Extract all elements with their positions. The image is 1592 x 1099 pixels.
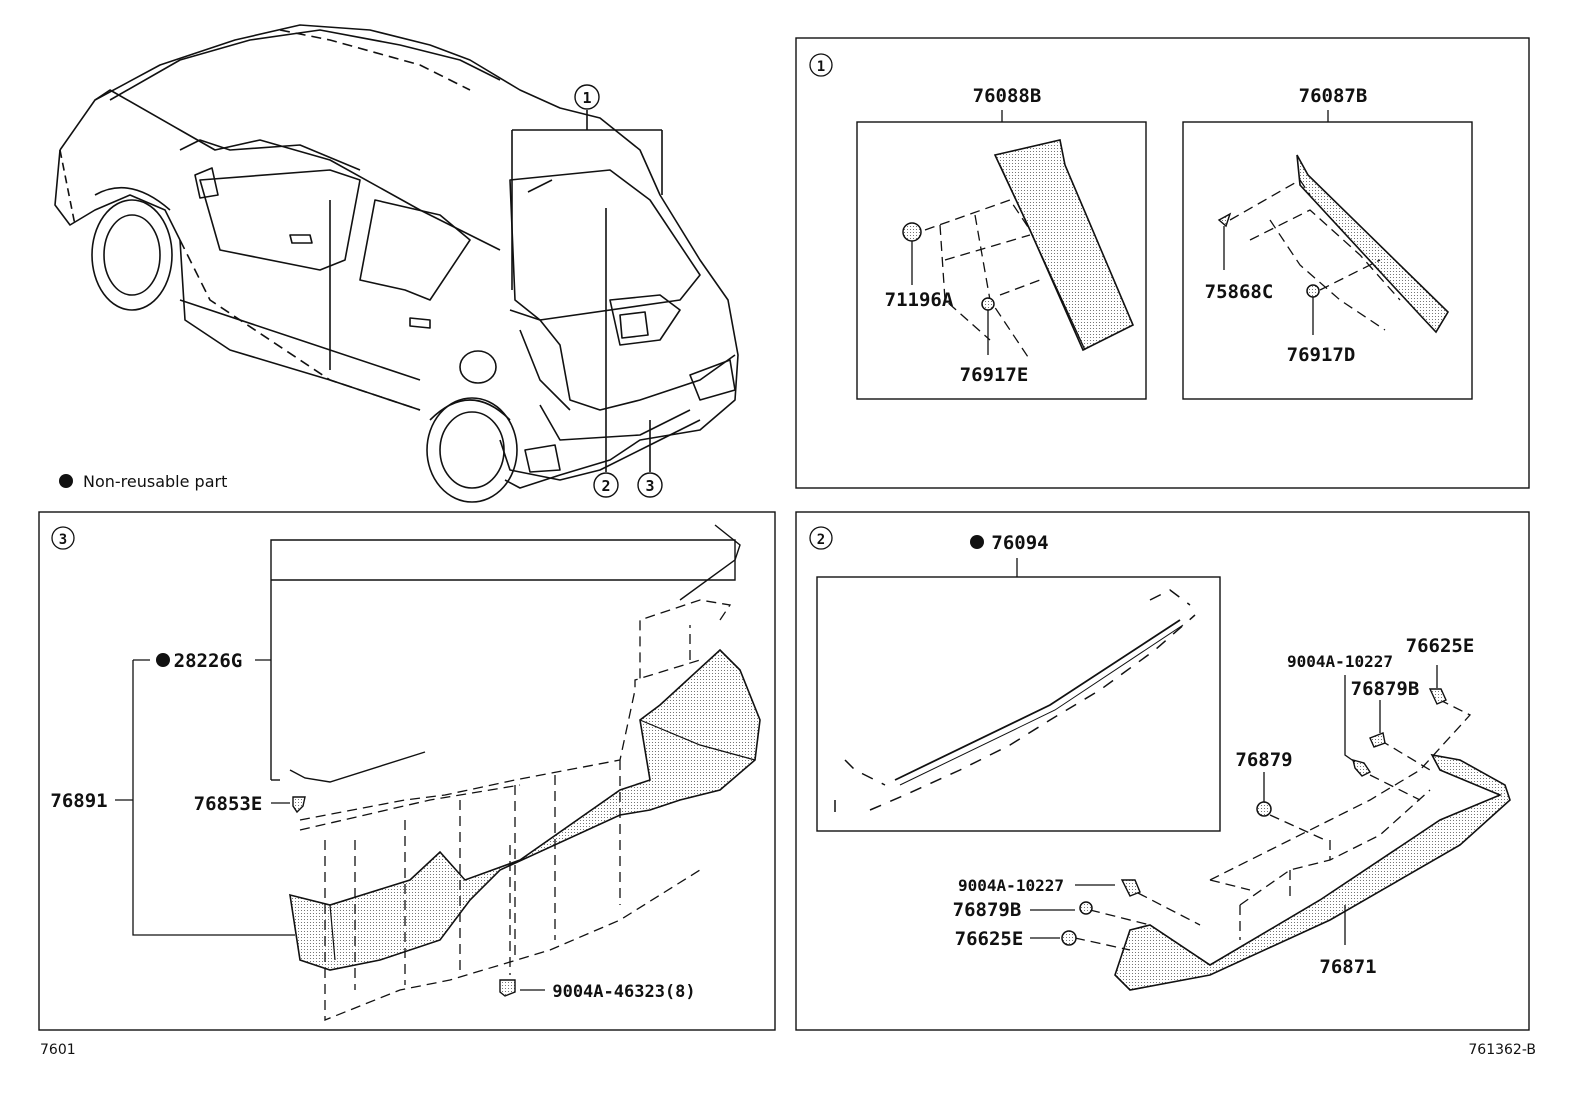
part-76879: 76879 — [1235, 749, 1292, 771]
panel-3: 3 28226G — [38, 511, 776, 1031]
part-76871: 76871 — [1319, 956, 1376, 978]
panel-1: 1 76088B 71196A 76917E 76087B — [795, 37, 1530, 489]
svg-text:3: 3 — [645, 477, 654, 495]
non-reusable-dot-icon — [970, 535, 984, 549]
panel-2: 2 76094 76871 — [795, 511, 1530, 1031]
car-callouts: ① 1 ② 2 ③ 3 — [574, 84, 663, 498]
non-reusable-dot-icon — [156, 653, 170, 667]
part-76917D: 76917D — [1287, 344, 1356, 366]
part-75868C: 75868C — [1205, 281, 1274, 303]
part-9004A-10227-b: 9004A-10227 — [958, 876, 1064, 895]
part-9004A-46323: 9004A-46323(8) — [552, 982, 695, 1002]
footer-left-code: 7601 — [40, 1042, 76, 1058]
part-28226G: 28226G — [174, 650, 243, 672]
part-76087B: 76087B — [1299, 85, 1368, 107]
car-overview — [54, 24, 739, 503]
footer-right-code: 761362-B — [1468, 1042, 1536, 1058]
part-76891: 76891 — [50, 790, 107, 812]
part-9004A-10227-a: 9004A-10227 — [1287, 652, 1393, 671]
part-76094: 76094 — [991, 532, 1048, 554]
part-76625E-b: 76625E — [955, 928, 1024, 950]
part-76879B-a: 76879B — [1351, 678, 1420, 700]
panel-3-label: 3 — [59, 532, 67, 548]
legend-text: Non-reusable part — [83, 472, 227, 491]
legend: Non-reusable part — [59, 472, 227, 491]
callout-2: ② — [598, 475, 614, 496]
panel-1-label: 1 — [817, 59, 825, 75]
part-76879B-b: 76879B — [953, 899, 1022, 921]
part-76853E: 76853E — [194, 793, 263, 815]
svg-text:1: 1 — [582, 89, 591, 107]
part-76625E-a: 76625E — [1406, 635, 1475, 657]
part-71196A: 71196A — [885, 289, 954, 311]
part-76088B: 76088B — [973, 85, 1042, 107]
callout-1: ① — [579, 87, 595, 108]
part-76917E: 76917E — [960, 364, 1029, 386]
non-reusable-dot-icon — [59, 474, 73, 488]
panel-2-label: 2 — [817, 532, 825, 548]
svg-text:2: 2 — [601, 477, 610, 495]
callout-3: ③ — [642, 475, 658, 496]
